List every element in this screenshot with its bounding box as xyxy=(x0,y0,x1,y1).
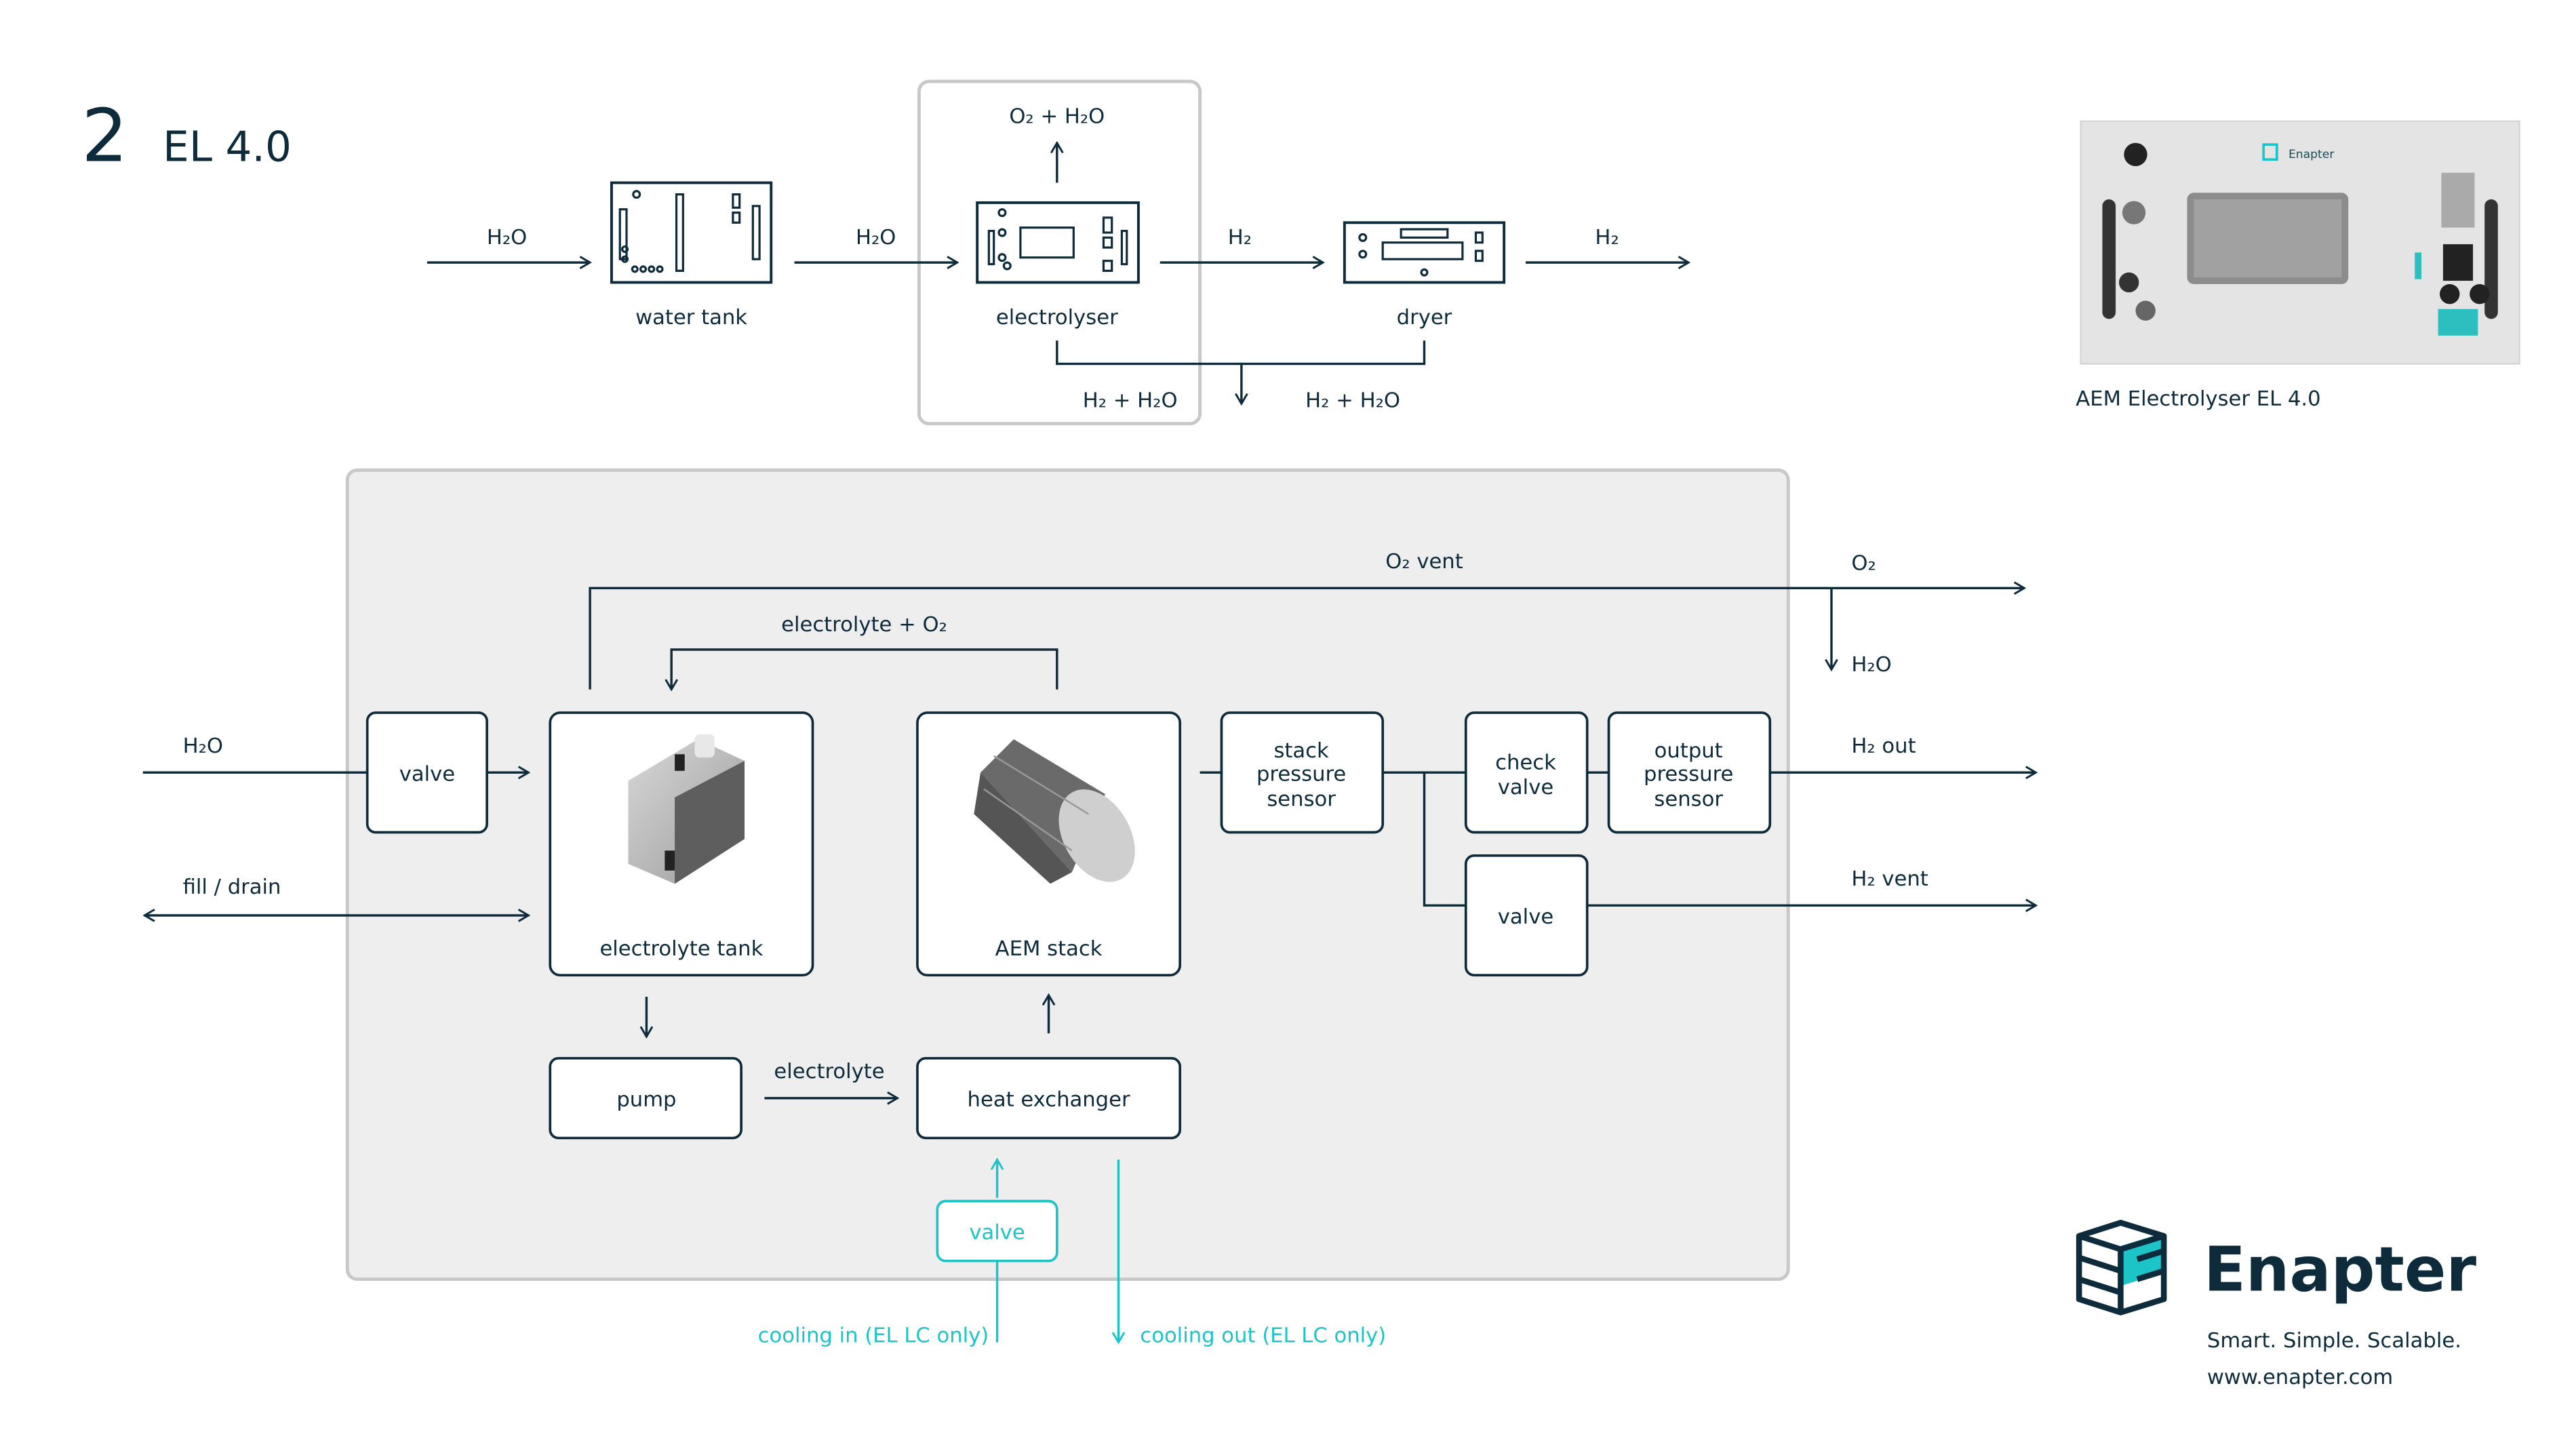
heat-exchanger-box xyxy=(916,1056,1182,1140)
brand-url[interactable]: www.enapter.com xyxy=(2207,1366,2393,1389)
vent-branch-line xyxy=(1423,772,1466,907)
output-pressure-sensor-line-2: pressure xyxy=(1644,763,1733,787)
section-number: 2 xyxy=(81,94,128,179)
brand-name: Enapter xyxy=(2204,1235,2476,1306)
electrolyte-o2-return xyxy=(671,648,1058,690)
o2-vent-label: O₂ vent xyxy=(1385,550,1463,574)
electrolyte-tank-label: electrolyte tank xyxy=(599,937,763,961)
stack-pressure-sensor-line-3: sensor xyxy=(1267,787,1336,811)
h2o-drain-label: H₂O xyxy=(1851,653,1891,677)
fill-drain-label: fill / drain xyxy=(183,875,281,899)
brand-tagline: Smart. Simple. Scalable. xyxy=(2207,1329,2461,1353)
check-valve-box xyxy=(1464,711,1589,834)
vent-valve-box xyxy=(1464,854,1589,977)
electrolyser-label: electrolyser xyxy=(996,306,1118,330)
to-dryer-label: H₂ xyxy=(1228,226,1252,250)
water-tank-label: water tank xyxy=(635,306,747,330)
stack-pressure-sensor-line-2: pressure xyxy=(1256,763,1346,787)
aem-stack-label: AEM stack xyxy=(995,937,1103,961)
dryer-icon xyxy=(1343,221,1506,284)
inlet-label: H₂O xyxy=(487,226,527,250)
inlet-valve-label: valve xyxy=(399,763,455,787)
output-pressure-sensor-line-3: sensor xyxy=(1654,787,1723,811)
cooling-valve-label: valve xyxy=(969,1221,1025,1245)
drain-left-label: H₂ + H₂O xyxy=(1083,389,1178,412)
vent-valve-label: valve xyxy=(1498,905,1553,929)
stack-pressure-sensor-line-1: stack xyxy=(1273,739,1329,763)
electrolyser-group-frame xyxy=(917,79,1202,426)
check-valve-line-1: check xyxy=(1495,751,1556,774)
electrolyser-icon xyxy=(976,201,1140,284)
drain-line xyxy=(1056,340,1426,365)
o2-vent-line xyxy=(589,588,2024,690)
panel-brand: Enapter xyxy=(2288,148,2335,161)
product-photo: Enapter xyxy=(2080,120,2520,365)
page-title: EL 4.0 xyxy=(163,123,292,172)
heat-exchanger-label: heat exchanger xyxy=(968,1088,1130,1112)
overview-flow: H₂O water tank H₂O electrolyser O₂ + H₂O xyxy=(427,79,1688,426)
output-pressure-sensor-line-1: output xyxy=(1654,739,1723,763)
electrolyte-o2-label: electrolyte + O₂ xyxy=(781,613,947,637)
h2o-in-label: H₂O xyxy=(183,734,223,758)
outlet-label: H₂ xyxy=(1595,226,1619,250)
product-caption: AEM Electrolyser EL 4.0 xyxy=(2076,387,2320,411)
check-valve-line-2: valve xyxy=(1498,776,1553,799)
h2-out-label: H₂ out xyxy=(1851,734,1916,758)
o2-out-label: O₂ xyxy=(1851,551,1876,575)
pump-box xyxy=(549,1056,742,1140)
electrolyte-tank-image xyxy=(628,734,745,884)
cooling-out-label: cooling out (EL LC only) xyxy=(1140,1324,1386,1348)
to-electrolyser-label: H₂O xyxy=(856,226,896,250)
enapter-logo-icon xyxy=(2076,1219,2167,1315)
cooling-in-label: cooling in (EL LC only) xyxy=(758,1324,989,1348)
aem-stack-image xyxy=(974,739,1135,884)
water-tank-icon xyxy=(610,181,773,284)
dryer-label: dryer xyxy=(1397,306,1452,330)
pump-label: pump xyxy=(616,1088,676,1112)
drain-right-label: H₂ + H₂O xyxy=(1305,389,1400,412)
h2-vent-label: H₂ vent xyxy=(1851,867,1928,891)
electrolyte-flow-label: electrolyte xyxy=(774,1060,884,1084)
o2-output-label: O₂ + H₂O xyxy=(1009,104,1105,128)
